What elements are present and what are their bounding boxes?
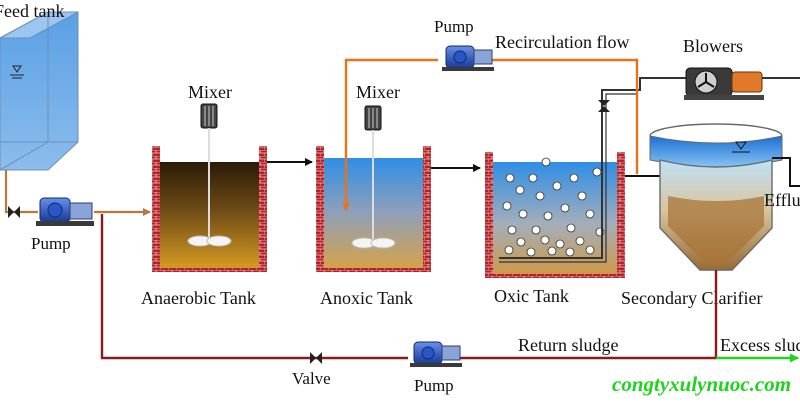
blowers-label: Blowers (683, 36, 743, 56)
aeration-bubbles (502, 157, 605, 257)
mixer-2-label: Mixer (356, 82, 400, 102)
feed-tank (0, 11, 79, 171)
valve-label: Valve (292, 369, 331, 388)
air-valve-icon (598, 100, 610, 112)
effluent-label: Effluent (764, 190, 800, 210)
feed-valve-icon (8, 206, 20, 218)
oxic-tank-label: Oxic Tank (494, 286, 569, 306)
return-valve-icon (310, 352, 322, 364)
watermark: congtyxulynuoc.com (612, 372, 791, 396)
return-pump-label: Pump (414, 376, 454, 395)
recirculation-pump-label: Pump (434, 17, 474, 36)
clarifier-water-level-icon (732, 141, 750, 153)
excess-sludge-label: Excess sludge (720, 335, 800, 355)
return-pump-icon (410, 341, 462, 367)
oxic-tank (485, 152, 625, 278)
secondary-clarifier (649, 123, 783, 282)
return-sludge-label: Return sludge (518, 335, 619, 355)
mixer-2-icon (351, 105, 396, 249)
feed-pump-icon (36, 197, 94, 226)
anaerobic-tank-label: Anaerobic Tank (141, 288, 256, 308)
recirculation-flow-label: Recirculation flow (495, 32, 629, 52)
blower-icon (684, 67, 764, 100)
mixer-1-label: Mixer (188, 82, 232, 102)
anoxic-tank-label: Anoxic Tank (320, 288, 413, 308)
mixer-1-icon (187, 103, 232, 247)
feed-pump-label: Pump (31, 234, 71, 253)
recirculation-pump-icon (442, 45, 494, 71)
secondary-clarifier-label: Secondary Clarifier (621, 288, 762, 308)
feed-tank-label: Feed tank (0, 1, 64, 21)
water-level-icon (10, 65, 24, 79)
